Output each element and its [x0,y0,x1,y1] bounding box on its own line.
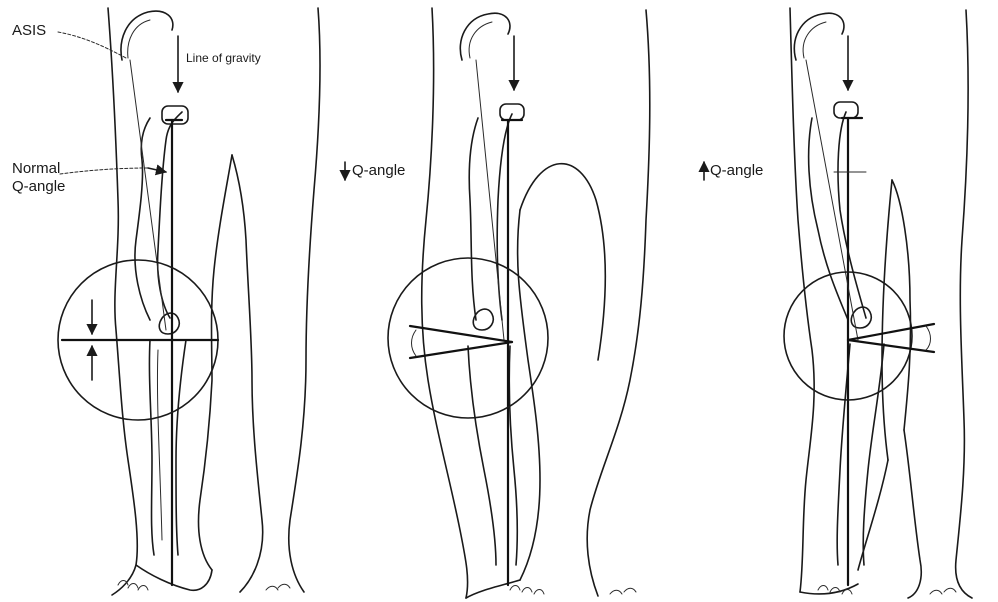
femur [135,118,150,320]
left-leg-outline-2 [422,8,468,598]
panel-decreased [388,8,650,598]
left-leg-outline-3 [790,8,814,592]
panel-normal [58,8,320,595]
iliac-crest [121,11,173,60]
label-increased-q-angle: Q-angle [710,162,763,179]
thigh-bulge [520,164,605,360]
label-line-of-gravity: Line of gravity [186,50,261,67]
label-decreased-q-angle: Q-angle [352,162,405,179]
left-foot [136,565,212,590]
label-normal-q-angle-1: Normal [12,160,60,177]
tibia [149,340,154,555]
label-asis: ASIS [12,22,46,39]
right-leg-outline [289,8,320,592]
panel-increased [784,8,972,598]
thigh-narrow [882,180,892,460]
left-leg-outline [108,8,137,595]
label-normal-q-angle-2: Q-angle [12,178,65,195]
